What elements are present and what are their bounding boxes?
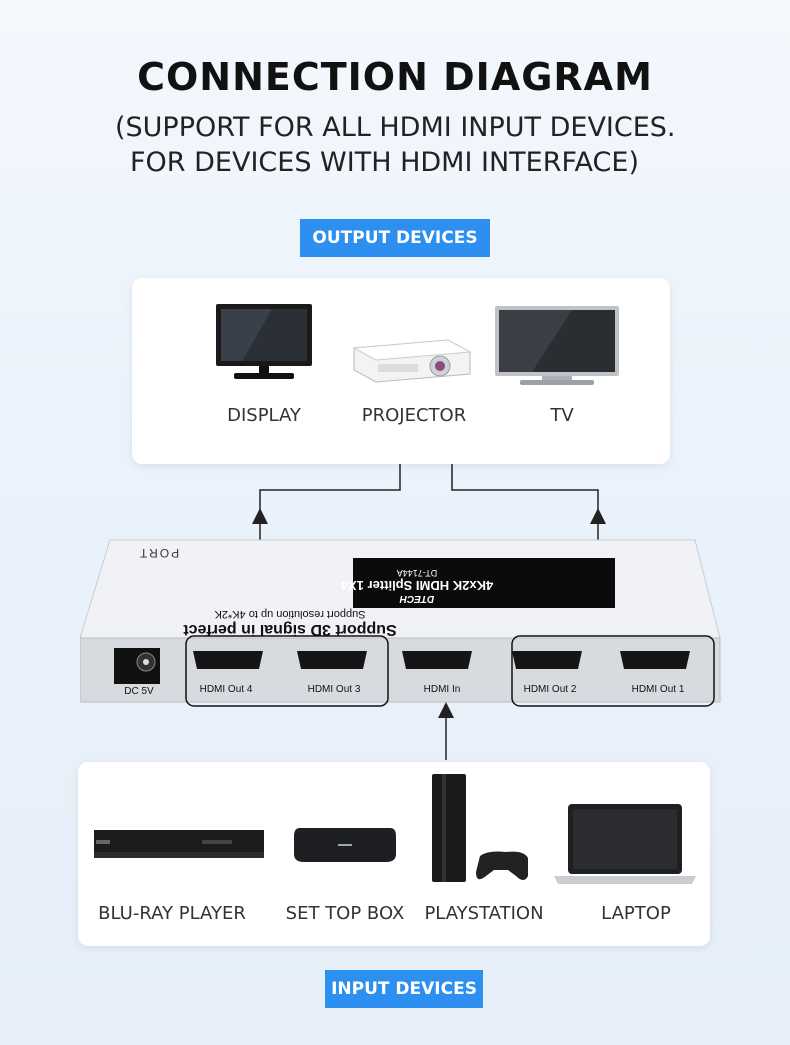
subtitle-line-1: (SUPPORT FOR ALL HDMI INPUT DEVICES.: [115, 112, 676, 143]
subtitle-line-2: FOR DEVICES WITH HDMI INTERFACE): [130, 147, 639, 178]
monitor-icon: [216, 304, 312, 379]
output-label-tv: TV: [550, 405, 574, 426]
set-top-box-icon: [294, 828, 396, 862]
splitter-slogan2-line: Support resolution up to 4K*2K: [214, 608, 366, 620]
tv-icon: [495, 306, 619, 385]
input-label-laptop: LAPTOP: [601, 903, 671, 924]
input-devices-tag: INPUT DEVICES: [325, 970, 483, 1008]
playstation-icon: [432, 774, 528, 882]
input-label-bluray: BLU-RAY PLAYER: [98, 903, 246, 924]
hdmi-port-out-1: HDMI Out 1: [631, 684, 685, 695]
splitter-slogan-line: Support 3D signal in perfect: [183, 621, 397, 638]
hdmi-port-out-2: HDMI Out 2: [523, 684, 577, 695]
hdmi-port-out-4: HDMI Out 4: [199, 684, 253, 695]
output-label-projector: PROJECTOR: [361, 405, 467, 426]
power-port-label: DC 5V: [124, 686, 154, 697]
laptop-icon: [554, 804, 696, 884]
hdmi-splitter-device: [80, 539, 721, 707]
splitter-label-plate: DTECH 4Kx2K HDMI Splitter 1X4 DT-7144A: [290, 556, 544, 604]
splitter-model-line: 4Kx2K HDMI Splitter 1X4: [340, 578, 494, 593]
bluray-player-icon: [94, 830, 264, 858]
hdmi-port-out-3: HDMI Out 3: [307, 684, 361, 695]
input-label-playstation: PLAYSTATION: [424, 903, 544, 924]
page-title: CONNECTION DIAGRAM: [137, 55, 653, 99]
output-label-display: DISPLAY: [227, 405, 301, 426]
input-label-set-top-box: SET TOP BOX: [285, 903, 405, 924]
projector-icon: [352, 339, 472, 383]
hdmi-port-in: HDMI In: [423, 684, 461, 695]
splitter-brand: DTECH: [399, 593, 435, 604]
splitter-port-word: PORT: [138, 546, 180, 560]
splitter-slogan: Support 3D signal in perfect Support res…: [110, 608, 470, 638]
splitter-model-code: DT-7144A: [396, 568, 438, 578]
output-devices-tag: OUTPUT DEVICES: [300, 219, 490, 257]
